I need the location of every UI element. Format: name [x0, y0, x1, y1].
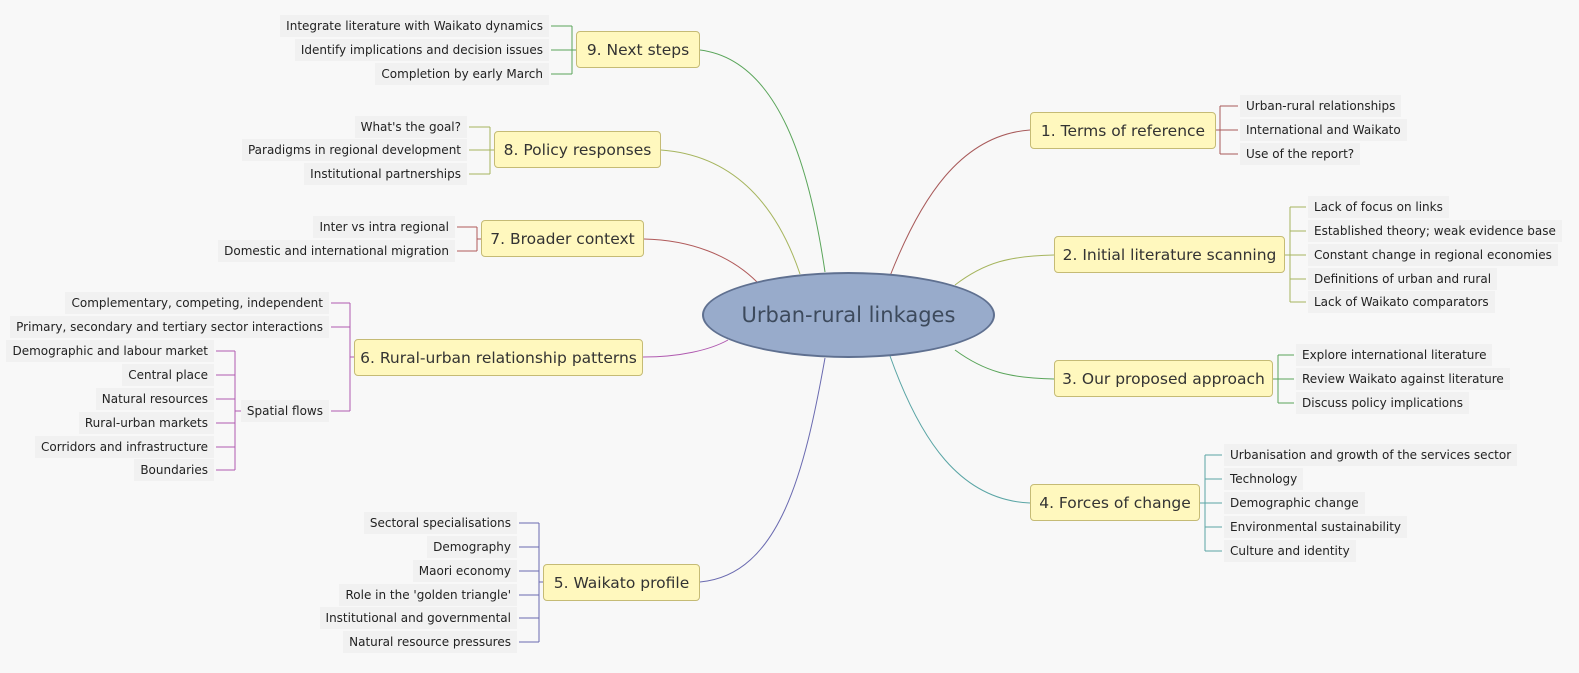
topic-terms-of-reference[interactable]: 1. Terms of reference	[1030, 112, 1216, 149]
subtopic[interactable]: Use of the report?	[1240, 143, 1361, 165]
subtopic[interactable]: Technology	[1224, 468, 1304, 490]
subtopic[interactable]: Lack of focus on links	[1308, 196, 1449, 218]
subtopic[interactable]: Review Waikato against literature	[1296, 368, 1510, 390]
topic-broader-context[interactable]: 7. Broader context	[481, 220, 644, 257]
branch-5-connector	[699, 357, 826, 583]
branch-7-connector	[643, 238, 758, 283]
topic-waikato-profile[interactable]: 5. Waikato profile	[543, 564, 700, 601]
subtopic[interactable]: Paradigms in regional development	[241, 139, 467, 161]
subtopic-spatial-flows[interactable]: Spatial flows	[240, 400, 329, 422]
subtopic[interactable]: Environmental sustainability	[1224, 516, 1408, 538]
branch-3-connector	[954, 349, 1055, 380]
subtopic[interactable]: Institutional and governmental	[319, 607, 517, 629]
subtopic[interactable]: Sectoral specialisations	[363, 512, 517, 534]
subtopic[interactable]: Demography	[427, 536, 517, 558]
subtopic[interactable]: Corridors and infrastructure	[35, 436, 214, 458]
subtopic[interactable]: Urban-rural relationships	[1240, 95, 1402, 117]
topic-our-proposed-approach[interactable]: 3. Our proposed approach	[1054, 360, 1273, 397]
central-topic[interactable]: Urban-rural linkages	[702, 272, 995, 358]
topic-next-steps[interactable]: 9. Next steps	[576, 31, 700, 68]
branch-6-connector	[642, 339, 729, 358]
subtopic[interactable]: Institutional partnerships	[304, 163, 467, 185]
subtopic[interactable]: Completion by early March	[375, 63, 549, 85]
branch-8-connector	[660, 149, 801, 275]
subtopic[interactable]: Inter vs intra regional	[313, 216, 455, 238]
branch-1-connector	[889, 129, 1031, 277]
subtopic[interactable]: Demographic change	[1224, 492, 1365, 514]
subtopic[interactable]: Demographic and labour market	[6, 340, 214, 362]
branch-9-connector	[699, 49, 826, 273]
subtopic[interactable]: Identify implications and decision issue…	[294, 39, 549, 61]
subtopic[interactable]: Natural resource pressures	[343, 631, 517, 653]
subtopic[interactable]: Primary, secondary and tertiary sector i…	[10, 316, 329, 338]
branch-2-connector	[954, 254, 1055, 286]
subtopic[interactable]: Central place	[122, 364, 214, 386]
subtopic[interactable]: Constant change in regional economies	[1308, 244, 1558, 266]
subtopic[interactable]: Lack of Waikato comparators	[1308, 291, 1495, 313]
subtopic[interactable]: Complementary, competing, independent	[65, 292, 329, 314]
subtopic[interactable]: Explore international literature	[1296, 344, 1493, 366]
subtopic[interactable]: Natural resources	[95, 388, 214, 410]
subtopic[interactable]: Culture and identity	[1224, 540, 1356, 562]
topic-forces-of-change[interactable]: 4. Forces of change	[1030, 484, 1200, 521]
subtopic[interactable]: Discuss policy implications	[1296, 392, 1469, 414]
subtopic[interactable]: Urbanisation and growth of the services …	[1224, 444, 1518, 466]
subtopic[interactable]: Definitions of urban and rural	[1308, 268, 1498, 290]
topic-rural-urban-relationship-patterns[interactable]: 6. Rural-urban relationship patterns	[354, 339, 643, 376]
subtopic[interactable]: Maori economy	[412, 560, 517, 582]
branch-4-connector	[889, 355, 1031, 504]
subtopic[interactable]: What's the goal?	[354, 116, 467, 138]
subtopic[interactable]: Boundaries	[134, 459, 214, 481]
topic-policy-responses[interactable]: 8. Policy responses	[494, 131, 661, 168]
topic-initial-literature-scanning[interactable]: 2. Initial literature scanning	[1054, 236, 1285, 273]
subtopic[interactable]: Role in the 'golden triangle'	[339, 584, 517, 606]
subtopic[interactable]: Domestic and international migration	[218, 240, 455, 262]
subtopic[interactable]: Rural-urban markets	[78, 412, 214, 434]
subtopic[interactable]: Established theory; weak evidence base	[1308, 220, 1562, 242]
subtopic[interactable]: Integrate literature with Waikato dynami…	[280, 15, 549, 37]
subtopic[interactable]: International and Waikato	[1240, 119, 1407, 141]
